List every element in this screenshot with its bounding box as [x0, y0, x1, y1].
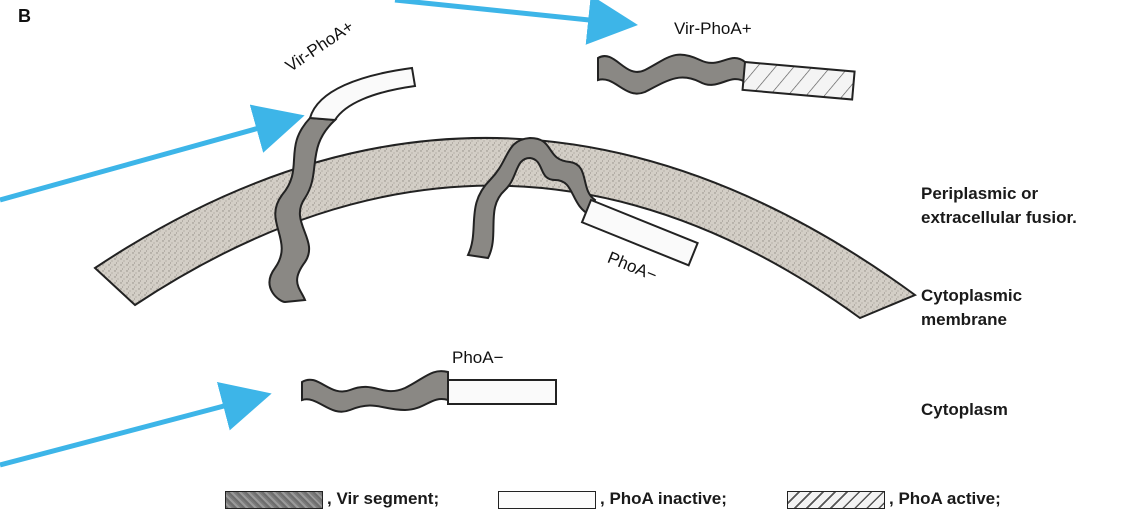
- phoa-inactive-segment: [448, 380, 556, 404]
- legend-inactive-label: , PhoA inactive;: [600, 489, 727, 509]
- phoa-active-segment: [743, 62, 855, 99]
- phoa-segment: [310, 68, 415, 120]
- membrane-region-label: Cytoplasmic membrane: [921, 284, 1022, 332]
- annotation-arrow: [395, 0, 628, 24]
- legend-active-label: , PhoA active;: [889, 489, 1001, 509]
- vir-segment: [598, 55, 745, 94]
- membrane-line1: Cytoplasmic: [921, 284, 1022, 308]
- periplasmic-region-label: Periplasmic or extracellular fusior.: [921, 182, 1077, 230]
- vir-segment: [302, 371, 448, 412]
- annotation-arrow: [0, 396, 262, 465]
- legend-active-swatch: [787, 491, 885, 509]
- membrane-line2: membrane: [921, 308, 1022, 332]
- cytoplasm-region-label: Cytoplasm: [921, 398, 1008, 422]
- legend-inactive-swatch: [498, 491, 596, 509]
- fusion-cytoplasmic: [302, 371, 556, 412]
- legend-vir-label: , Vir segment;: [327, 489, 439, 509]
- periplasmic-line1: Periplasmic or: [921, 182, 1077, 206]
- cytoplasmic-fusion-label: PhoA−: [452, 348, 504, 368]
- periplasmic-line2: extracellular fusior.: [921, 206, 1077, 230]
- extracellular-fusion-label: Vir-PhoA+: [674, 19, 752, 39]
- legend-vir-swatch: [225, 491, 323, 509]
- fusion-extracellular: [598, 55, 855, 100]
- panel-label: B: [18, 6, 31, 27]
